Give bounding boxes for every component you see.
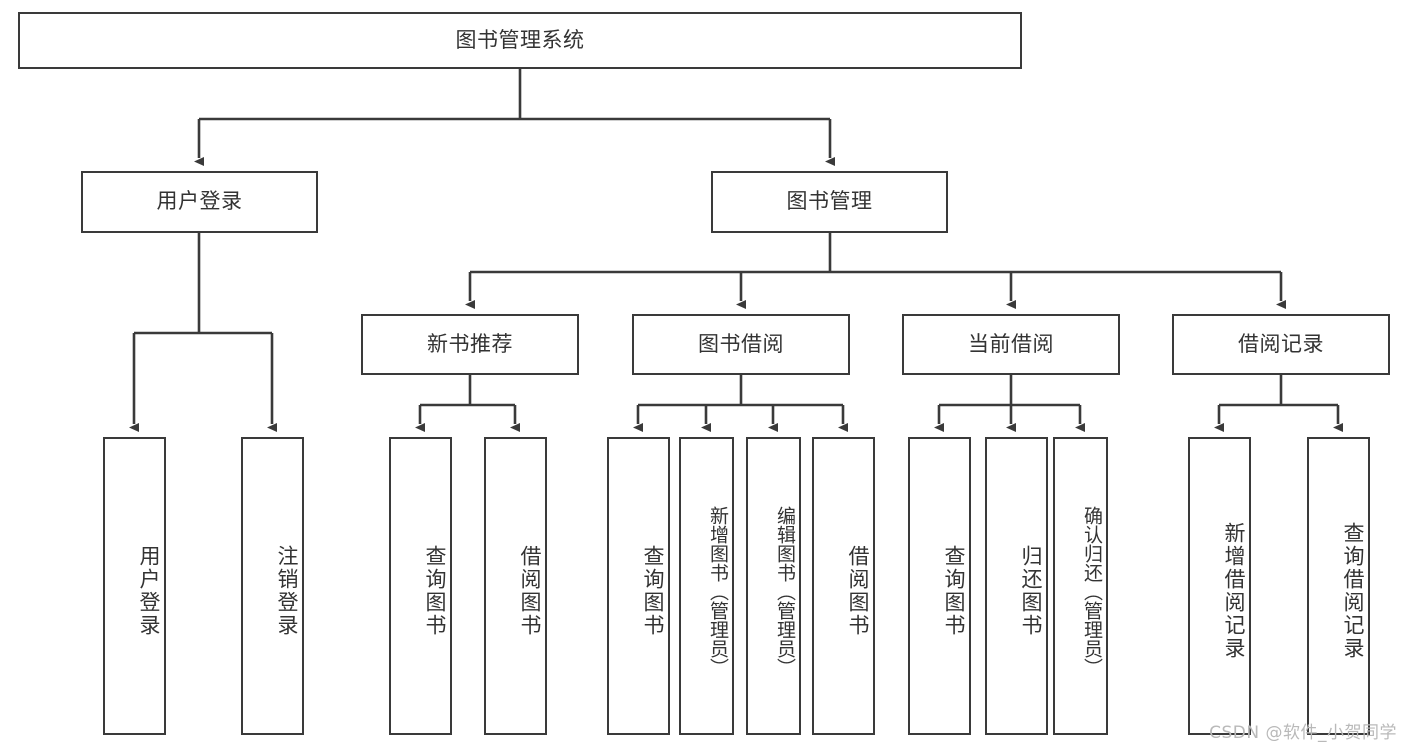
leaf-label: 查询借阅记录	[1341, 522, 1365, 660]
node-borrowing-records[interactable]: 借阅记录	[1172, 314, 1390, 375]
node-current-borrowing[interactable]: 当前借阅	[902, 314, 1120, 375]
leaf-label: 编辑图书（管理员）	[774, 505, 796, 677]
leaf-add-borrow-record[interactable]: 新增借阅记录	[1188, 437, 1251, 735]
node-book-management[interactable]: 图书管理	[711, 171, 948, 233]
node-book-borrowing[interactable]: 图书借阅	[632, 314, 850, 375]
leaf-label: 新增借阅记录	[1222, 522, 1246, 660]
leaf-label: 查询图书	[942, 545, 966, 637]
leaf-label: 注销登录	[275, 545, 299, 637]
leaf-query-book-recommend[interactable]: 查询图书	[389, 437, 452, 735]
leaf-label: 查询图书	[423, 545, 447, 637]
leaf-borrow-book-borrowing[interactable]: 借阅图书	[812, 437, 875, 735]
leaf-label: 借阅图书	[518, 545, 542, 637]
leaf-return-book[interactable]: 归还图书	[985, 437, 1048, 735]
leaf-query-book-borrowing[interactable]: 查询图书	[607, 437, 670, 735]
leaf-label: 新增图书（管理员）	[707, 505, 729, 677]
leaf-label: 借阅图书	[846, 545, 870, 637]
leaf-label: 用户登录	[137, 545, 161, 637]
leaf-user-login[interactable]: 用户登录	[103, 437, 166, 735]
leaf-label: 查询图书	[641, 545, 665, 637]
leaf-query-borrow-record[interactable]: 查询借阅记录	[1307, 437, 1370, 735]
leaf-confirm-return-admin[interactable]: 确认归还（管理员）	[1053, 437, 1108, 735]
node-user-login[interactable]: 用户登录	[81, 171, 318, 233]
leaf-query-book-current[interactable]: 查询图书	[908, 437, 971, 735]
leaf-add-book-admin[interactable]: 新增图书（管理员）	[679, 437, 734, 735]
leaf-borrow-book-recommend[interactable]: 借阅图书	[484, 437, 547, 735]
node-root-book-management-system[interactable]: 图书管理系统	[18, 12, 1022, 69]
leaf-edit-book-admin[interactable]: 编辑图书（管理员）	[746, 437, 801, 735]
leaf-label: 归还图书	[1019, 545, 1043, 637]
node-new-book-recommendation[interactable]: 新书推荐	[361, 314, 579, 375]
leaf-logout[interactable]: 注销登录	[241, 437, 304, 735]
leaf-label: 确认归还（管理员）	[1081, 505, 1103, 677]
